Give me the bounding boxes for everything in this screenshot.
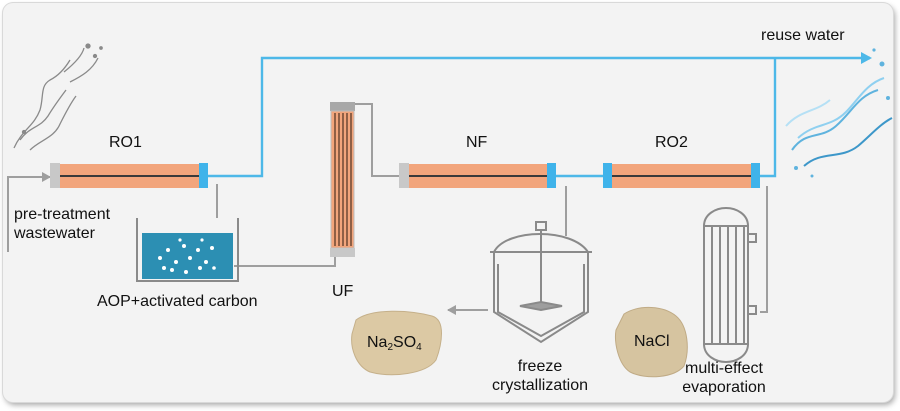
aop-label: AOP+activated carbon [97, 293, 258, 310]
membrane-ro1 [50, 163, 208, 188]
freeze-label-line1: freeze [517, 358, 563, 375]
bubble-icon [158, 238, 216, 274]
heat-exchanger-icon [703, 206, 757, 364]
nacl-salt-rock [615, 307, 688, 378]
mee-label-line1: multi-effect [685, 360, 763, 377]
pretreatment-label-line1: pre-treatment [14, 206, 111, 223]
membrane-ro2 [603, 163, 760, 188]
na2so4-part2: SO [393, 334, 417, 351]
feed-line [7, 172, 51, 252]
na2so4-sub2: 4 [416, 342, 422, 353]
freeze-crystallizer [490, 221, 592, 344]
na2so4-sub1: 2 [387, 342, 394, 353]
splash-right-icon [785, 48, 893, 178]
concentrate-lines [216, 103, 768, 315]
na2so4-part1: Na [367, 334, 388, 351]
splash-left-icon [13, 43, 103, 151]
uf-label: UF [332, 283, 354, 300]
reuse-water-label: reuse water [761, 27, 845, 44]
membrane-uf [330, 102, 355, 257]
reuse-water-lines [208, 52, 872, 178]
na2so4-salt-rock [351, 310, 442, 376]
membrane-nf [399, 163, 556, 188]
pretreatment-label-line2: wastewater [14, 225, 95, 242]
ro2-label: RO2 [655, 134, 688, 151]
stirrer-icon [519, 221, 563, 312]
mee-label-line2: evaporation [682, 379, 766, 396]
na2so4-label: Na2SO4 [367, 334, 422, 353]
aop-tank [136, 218, 239, 282]
nf-label: NF [466, 134, 488, 151]
ro1-label: RO1 [109, 134, 142, 151]
freeze-label-line2: crystallization [491, 377, 589, 394]
nacl-label: NaCl [634, 333, 670, 350]
